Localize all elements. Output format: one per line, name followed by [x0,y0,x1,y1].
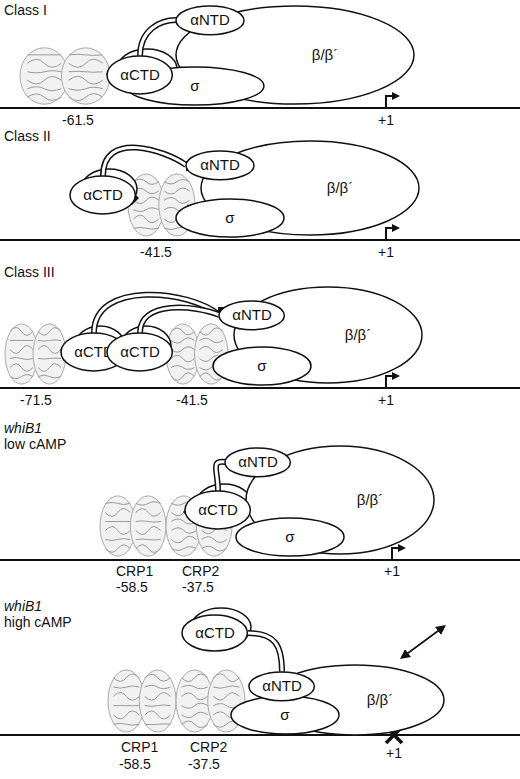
alpha-linker [216,462,225,491]
position-number: +1 [378,244,394,260]
alpha-linker [248,633,282,672]
position-number: -58.5 [119,756,151,772]
subunit-name: σ [280,707,289,724]
subunit-name: β/β´ [345,327,371,344]
position-number: -71.5 [20,392,52,408]
subunit-name: σ [257,358,266,375]
alpha-linker [103,148,186,176]
subunit-oval: αNTD [185,150,255,181]
release-arrow [404,628,442,656]
position-number: -61.5 [62,112,94,128]
subunit-oval: σ [175,198,285,238]
alpha-linker [94,295,219,333]
panel-label: Class I [4,2,47,18]
subunit-name: αCTD [83,187,123,204]
subunit-oval: σ [235,517,345,557]
subunit-oval: αCTD [181,614,248,652]
subunit-name: β/β´ [357,492,383,509]
subunit-name: αCTD [195,625,235,642]
subunit-name: σ [190,78,199,95]
position-number: -41.5 [140,244,172,260]
subunit-oval: αNTD [248,671,315,702]
panel-label: CRP2 [190,739,227,755]
panel-label: whiB1 [4,420,42,436]
alpha-linker [140,20,176,56]
alpha-linker [140,307,219,333]
subunit-name: αCTD [198,502,238,519]
panel-label: CRP1 [116,563,153,579]
subunit-name: αCTD [120,344,160,361]
panel-label: CRP1 [121,739,158,755]
position-number: -37.5 [188,756,220,772]
subunit-name: β/β´ [327,180,353,197]
subunit-name: αNTD [190,12,230,29]
panel-label: CRP2 [182,563,219,579]
subunit-oval: αCTD [69,175,136,215]
subunit-name: σ [225,210,234,227]
subunit-name: σ [285,529,294,546]
subunit-oval: αCTD [106,332,173,372]
subunit-oval: αNTD [224,447,291,478]
position-number: +1 [378,392,394,408]
position-number: +1 [378,112,394,128]
contact-marks [60,67,234,519]
subunit-name: β/β´ [312,47,338,64]
dna-line [0,108,520,735]
subunit-name: αNTD [200,157,240,174]
position-number: -37.5 [182,579,214,595]
panel-label: high cAMP [4,614,72,630]
panel-label: low cAMP [4,436,66,452]
subunit-oval: αNTD [218,300,285,331]
panel-label: whiB1 [4,598,42,614]
subunit-name: αCTD [120,67,160,84]
position-number: +1 [386,745,402,761]
position-number: -41.5 [176,392,208,408]
subunit-name: αNTD [232,307,272,324]
subunit-oval: αNTD [175,5,245,36]
subunit-name: αNTD [262,678,302,695]
panel-label: Class III [4,264,55,280]
crp-dimer [5,48,245,732]
position-number: +1 [384,563,400,579]
back-alpha-ctd [75,49,252,646]
subunit-name: αNTD [238,454,278,471]
subunit-oval: αCTD [106,55,173,95]
subunit-oval: αCTD [184,490,251,530]
panel-label: Class II [4,128,51,144]
subunit-oval: σ [212,346,312,386]
subunit-name: β/β´ [367,692,393,709]
position-number: -58.5 [116,579,148,595]
